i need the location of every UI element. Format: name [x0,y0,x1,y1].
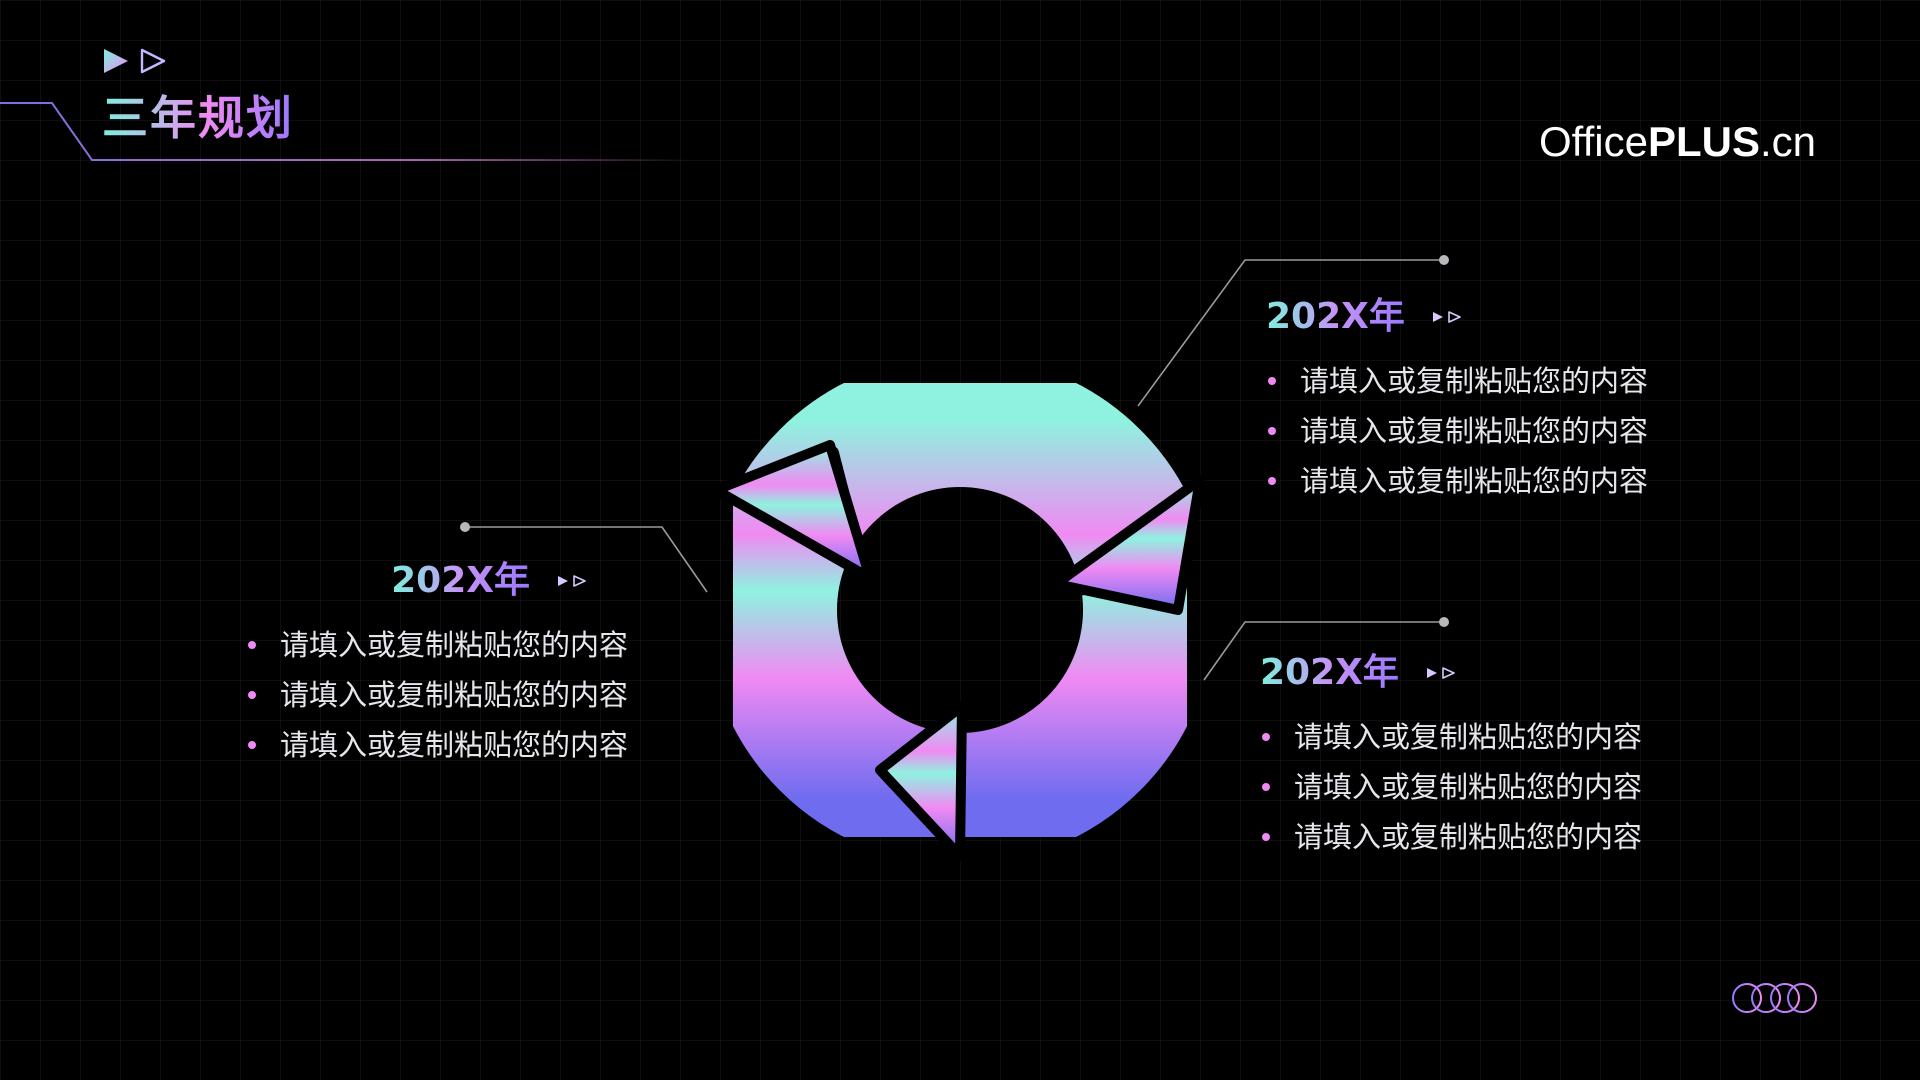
left-connector-dot [460,522,470,532]
play-arrows-icon [558,575,586,587]
list-item: 请填入或复制粘贴您的内容 [246,620,686,670]
list-item-text: 请填入或复制粘贴您的内容 [280,628,629,662]
bullet-dot [1262,733,1270,741]
bullet-dot [1268,377,1276,385]
block-header: 202X年 [246,556,686,606]
play-arrows-icon [104,48,166,74]
top-right-connector [1137,259,1444,407]
list-item: 请填入或复制粘贴您的内容 [1260,712,1720,762]
list-item: 请填入或复制粘贴您的内容 [1266,456,1726,506]
list-item-text: 请填入或复制粘贴您的内容 [1294,720,1643,754]
bullet-dot [248,741,256,749]
bottom-right-connector [1203,621,1444,681]
content-list: 请填入或复制粘贴您的内容 请填入或复制粘贴您的内容 请填入或复制粘贴您的内容 [246,620,686,770]
bullet-dot [1268,427,1276,435]
brand-logo: OfficePLUS.cn [1539,116,1816,168]
plan-block-top-right: 202X年 请填入或复制粘贴您的内容 请填入或复制粘贴您的内容 请填入或复制粘贴… [1266,292,1726,506]
list-item-text: 请填入或复制粘贴您的内容 [1300,364,1649,398]
block-header: 202X年 [1266,292,1726,342]
bullet-dot [1262,833,1270,841]
list-item-text: 请填入或复制粘贴您的内容 [280,678,629,712]
bullet-dot [1262,783,1270,791]
bullet-dot [248,691,256,699]
list-item-text: 请填入或复制粘贴您的内容 [1294,770,1643,804]
list-item: 请填入或复制粘贴您的内容 [246,670,686,720]
content-list: 请填入或复制粘贴您的内容 请填入或复制粘贴您的内容 请填入或复制粘贴您的内容 [1266,356,1726,506]
play-arrows-icon [1432,311,1461,323]
brand-prefix: Office [1539,118,1648,165]
list-item: 请填入或复制粘贴您的内容 [1260,762,1720,812]
top-right-connector-dot [1439,255,1449,265]
list-item: 请填入或复制粘贴您的内容 [1266,356,1726,406]
bottom-right-connector-dot [1439,617,1449,627]
title-underline [0,102,690,161]
rings-icon [1732,983,1817,1013]
bullet-dot [1268,477,1276,485]
bullet-dot [248,641,256,649]
plan-block-bottom-right: 202X年 请填入或复制粘贴您的内容 请填入或复制粘贴您的内容 请填入或复制粘贴… [1260,648,1720,862]
play-arrows-icon [1426,667,1455,679]
list-item: 请填入或复制粘贴您的内容 [1266,406,1726,456]
year-label: 202X年 [1266,292,1405,342]
year-label: 202X年 [1260,648,1399,698]
content-list: 请填入或复制粘贴您的内容 请填入或复制粘贴您的内容 请填入或复制粘贴您的内容 [1260,712,1720,862]
cycle-arrows-icon [705,355,1215,865]
list-item-text: 请填入或复制粘贴您的内容 [1294,820,1643,854]
list-item: 请填入或复制粘贴您的内容 [246,720,686,770]
list-item-text: 请填入或复制粘贴您的内容 [1300,464,1649,498]
page-title: 三年规划 [102,88,294,148]
year-label: 202X年 [391,556,530,606]
brand-bold: PLUS [1647,118,1760,165]
block-header: 202X年 [1260,648,1720,698]
plan-block-left: 202X年 请填入或复制粘贴您的内容 请填入或复制粘贴您的内容 请填入或复制粘贴… [246,556,686,770]
list-item-text: 请填入或复制粘贴您的内容 [280,728,629,762]
list-item: 请填入或复制粘贴您的内容 [1260,812,1720,862]
list-item-text: 请填入或复制粘贴您的内容 [1300,414,1649,448]
brand-suffix: .cn [1759,118,1816,165]
left-connector [465,526,708,593]
